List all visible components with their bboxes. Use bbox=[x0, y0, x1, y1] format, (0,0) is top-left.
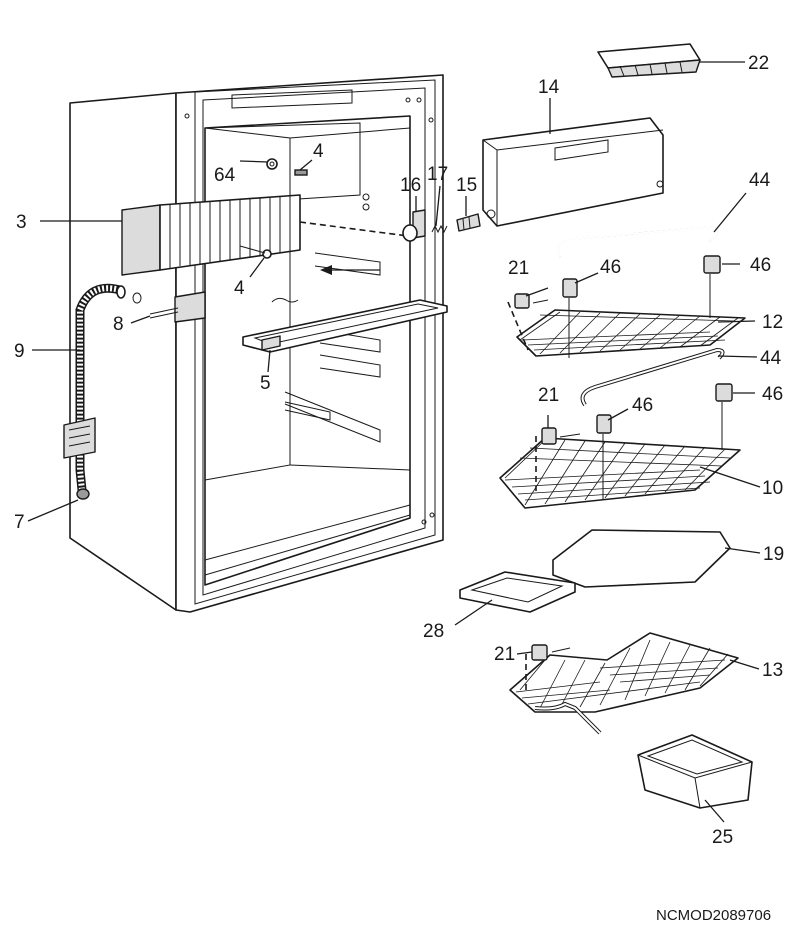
callout-44-lower: 44 bbox=[760, 348, 782, 369]
callout-19: 19 bbox=[763, 544, 784, 565]
callout-8: 8 bbox=[113, 314, 124, 335]
callout-7: 7 bbox=[14, 512, 25, 533]
callout-5: 5 bbox=[260, 373, 271, 394]
callout-22: 22 bbox=[748, 53, 769, 74]
mounting-bracket bbox=[132, 291, 206, 323]
callout-21-upper: 21 bbox=[508, 258, 529, 279]
vegetable-box bbox=[637, 734, 753, 809]
wire-shelf-lower bbox=[509, 632, 739, 735]
callout-64: 64 bbox=[214, 165, 236, 186]
callout-labels: 3 64 4 4 5 7 8 9 10 12 13 14 15 16 17 19… bbox=[14, 53, 784, 924]
callout-25: 25 bbox=[712, 827, 733, 848]
callout-21-lower: 21 bbox=[494, 644, 515, 665]
callout-28: 28 bbox=[423, 621, 444, 642]
callout-46-middle-left: 46 bbox=[632, 395, 653, 416]
wire-shelf-upper bbox=[516, 309, 746, 357]
small-tray bbox=[459, 571, 576, 613]
freezer-door-flap bbox=[482, 117, 664, 227]
fixing-screws bbox=[239, 158, 308, 259]
glass-shelf bbox=[552, 529, 731, 588]
callout-3: 3 bbox=[16, 212, 27, 233]
callout-17: 17 bbox=[427, 164, 448, 185]
callout-4-bottom: 4 bbox=[234, 278, 245, 299]
callout-13: 13 bbox=[762, 660, 783, 681]
callout-14: 14 bbox=[538, 77, 560, 98]
drip-tray bbox=[242, 299, 448, 353]
callout-12: 12 bbox=[762, 312, 783, 333]
callout-15: 15 bbox=[456, 175, 477, 196]
callout-46-middle-right: 46 bbox=[762, 384, 783, 405]
ice-cube-tray bbox=[597, 43, 701, 78]
callout-10: 10 bbox=[762, 478, 783, 499]
callout-46-upper-right: 46 bbox=[750, 255, 771, 276]
callout-4-top: 4 bbox=[313, 141, 324, 162]
shelf-clips-middle bbox=[535, 383, 733, 500]
leader-lines bbox=[27, 61, 761, 823]
callout-16: 16 bbox=[400, 175, 421, 196]
callout-9: 9 bbox=[14, 341, 25, 362]
wire-shelf-middle bbox=[499, 437, 741, 509]
gas-pipe bbox=[63, 283, 126, 500]
shelf-clips-upper bbox=[507, 255, 721, 358]
callout-44-upper: 44 bbox=[749, 170, 771, 191]
drawing-code: NCMOD2089706 bbox=[656, 907, 771, 924]
callout-46-upper-left: 46 bbox=[600, 257, 621, 278]
knob-parts bbox=[402, 209, 481, 242]
callout-21-middle: 21 bbox=[538, 385, 559, 406]
